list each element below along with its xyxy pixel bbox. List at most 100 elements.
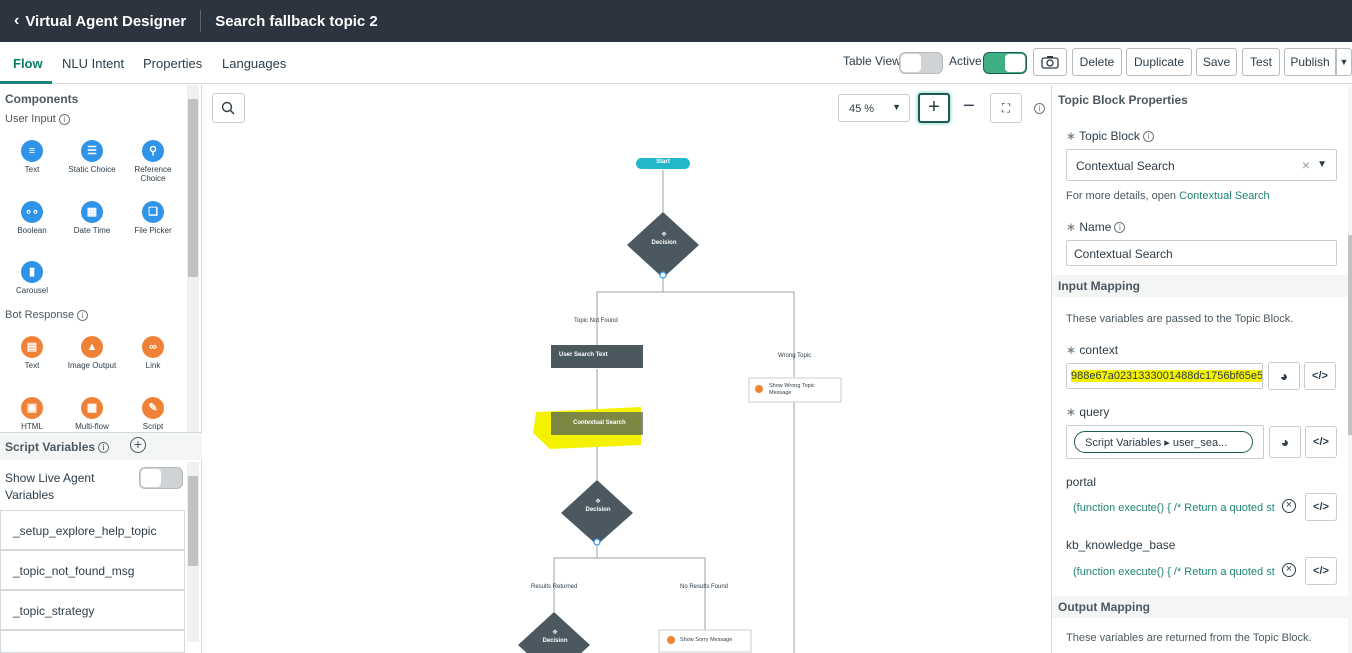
- tab-languages[interactable]: Languages: [222, 56, 287, 71]
- app-title: Virtual Agent Designer: [25, 12, 187, 30]
- chevron-left-icon[interactable]: ‹: [14, 12, 20, 29]
- zoom-select[interactable]: 45 %▼: [838, 94, 910, 122]
- boolean-icon: ∘∘: [21, 201, 43, 223]
- decision-icon: ✥: [661, 232, 667, 238]
- decision-icon: ✥: [595, 499, 601, 505]
- decision-icon: ✥: [552, 630, 558, 636]
- info-icon[interactable]: i: [77, 309, 89, 321]
- component-link[interactable]: ∞Link: [123, 336, 183, 370]
- flow-canvas[interactable]: 45 %▼ + − ⛶ i: [203, 85, 1050, 653]
- clear-icon[interactable]: ×: [1301, 157, 1310, 173]
- variables-scrollbar[interactable]: [187, 462, 199, 642]
- component-date-time[interactable]: ▦Date Time: [62, 201, 122, 235]
- code-icon: </>: [1313, 436, 1329, 448]
- variable-item[interactable]: _setup_explore_help_topic: [0, 510, 185, 550]
- output-mapping-description: These variables are returned from the To…: [1066, 632, 1312, 644]
- fit-screen-icon[interactable]: ⛶: [990, 93, 1022, 123]
- screenshot-button[interactable]: [1033, 48, 1067, 76]
- duplicate-button[interactable]: Duplicate: [1126, 48, 1192, 76]
- clear-icon[interactable]: ×: [1282, 563, 1296, 577]
- query-field[interactable]: Script Variables ▸ user_sea...: [1066, 425, 1264, 459]
- script-toggle-button[interactable]: </>: [1305, 493, 1337, 521]
- input-mapping-description: These variables are passed to the Topic …: [1066, 313, 1294, 325]
- component-multi-flow[interactable]: ▩Multi-flow: [62, 397, 122, 431]
- portal-label: portal: [1066, 475, 1097, 489]
- zoom-out-button[interactable]: −: [963, 95, 975, 117]
- component-script[interactable]: ✎Script: [123, 397, 183, 431]
- zoom-in-button[interactable]: +: [918, 93, 950, 123]
- publish-button[interactable]: Publish: [1284, 48, 1336, 76]
- user-search-text-node[interactable]: User Search Text: [559, 352, 608, 358]
- text-input-icon: ≡: [21, 140, 43, 162]
- table-view-toggle[interactable]: [899, 52, 943, 74]
- chevron-down-icon[interactable]: ▼: [1317, 159, 1327, 170]
- info-icon[interactable]: i: [98, 442, 110, 454]
- contextual-search-node[interactable]: Contextual Search: [573, 420, 626, 426]
- tab-properties[interactable]: Properties: [143, 56, 203, 71]
- component-boolean[interactable]: ∘∘Boolean: [2, 201, 62, 235]
- topic-title: Search fallback topic 2: [215, 12, 378, 30]
- topic-block-select[interactable]: Contextual Search × ▼: [1066, 149, 1337, 181]
- delete-button[interactable]: Delete: [1072, 48, 1122, 76]
- component-text-response[interactable]: ▤Text: [2, 336, 62, 370]
- publish-dropdown-icon[interactable]: ▼: [1336, 48, 1352, 76]
- tab-nlu-intent[interactable]: NLU Intent: [62, 56, 125, 71]
- variable-item[interactable]: _topic_strategy: [0, 590, 185, 630]
- start-node[interactable]: Start: [656, 159, 670, 165]
- show-sorry-node[interactable]: Show Sorry Message: [680, 637, 733, 643]
- decision-node[interactable]: ✥Decision: [651, 232, 677, 246]
- context-field[interactable]: 988e67a0231333001488dc1756bf65e5: [1066, 363, 1263, 389]
- tab-bar: Flow NLU Intent Properties Languages Tab…: [0, 42, 1352, 84]
- components-title: Components: [5, 92, 79, 106]
- active-toggle[interactable]: [983, 52, 1027, 74]
- code-icon: </>: [1313, 565, 1329, 577]
- component-carousel[interactable]: ▮Carousel: [2, 261, 62, 295]
- component-reference-choice[interactable]: ⚲Reference Choice: [123, 140, 183, 183]
- info-icon[interactable]: i: [1034, 103, 1045, 114]
- edge-label: Topic Not Found: [574, 318, 618, 324]
- show-live-agent-label: Show Live Agent Variables: [5, 471, 95, 502]
- info-icon[interactable]: i: [1114, 222, 1126, 234]
- portal-script-value[interactable]: (function execute() { /* Return a quoted…: [1073, 502, 1275, 514]
- save-button[interactable]: Save: [1196, 48, 1237, 76]
- component-image-output[interactable]: ▲Image Output: [62, 336, 122, 370]
- query-data-pill[interactable]: Script Variables ▸ user_sea...: [1074, 431, 1253, 453]
- decision-node[interactable]: ✥Decision: [585, 499, 611, 513]
- app-header: ‹ Virtual Agent Designer Search fallback…: [0, 0, 1352, 42]
- query-label: ∗ query: [1066, 405, 1110, 419]
- script-toggle-button[interactable]: </>: [1304, 362, 1336, 390]
- variable-item[interactable]: [0, 630, 185, 653]
- decision-node[interactable]: ✥Decision: [542, 630, 568, 644]
- components-scrollbar[interactable]: [187, 85, 199, 432]
- component-html[interactable]: ▣HTML: [2, 397, 62, 431]
- variable-item[interactable]: _topic_not_found_msg: [0, 550, 185, 590]
- data-pill-picker-button[interactable]: ◕: [1268, 362, 1300, 390]
- component-file-picker[interactable]: ❏File Picker: [123, 201, 183, 235]
- name-field[interactable]: Contextual Search: [1066, 240, 1337, 266]
- show-live-agent-toggle[interactable]: [139, 467, 183, 489]
- kb-script-value[interactable]: (function execute() { /* Return a quoted…: [1073, 566, 1275, 578]
- tab-flow[interactable]: Flow: [13, 56, 43, 71]
- contextual-search-link[interactable]: Contextual Search: [1179, 190, 1270, 202]
- clear-icon[interactable]: ×: [1282, 499, 1296, 513]
- code-icon: </>: [1313, 501, 1329, 513]
- canvas-search-button[interactable]: [212, 93, 245, 123]
- edge-label: No Results Found: [680, 584, 729, 590]
- pill-picker-icon: ◕: [1280, 434, 1290, 450]
- show-wrong-topic-node[interactable]: Show Wrong Topic Message: [769, 383, 815, 396]
- script-toggle-button[interactable]: </>: [1305, 426, 1337, 458]
- info-icon[interactable]: i: [1142, 131, 1154, 143]
- add-variable-icon[interactable]: +: [130, 437, 146, 453]
- component-text-input[interactable]: ≡Text: [2, 140, 62, 174]
- component-static-choice[interactable]: ☰Static Choice: [62, 140, 122, 174]
- script-toggle-button[interactable]: </>: [1305, 557, 1337, 585]
- properties-scrollbar[interactable]: [1348, 85, 1352, 653]
- info-icon[interactable]: i: [58, 113, 70, 125]
- test-button[interactable]: Test: [1242, 48, 1280, 76]
- data-pill-picker-button[interactable]: ◕: [1269, 426, 1301, 458]
- calendar-icon: ▦: [81, 201, 103, 223]
